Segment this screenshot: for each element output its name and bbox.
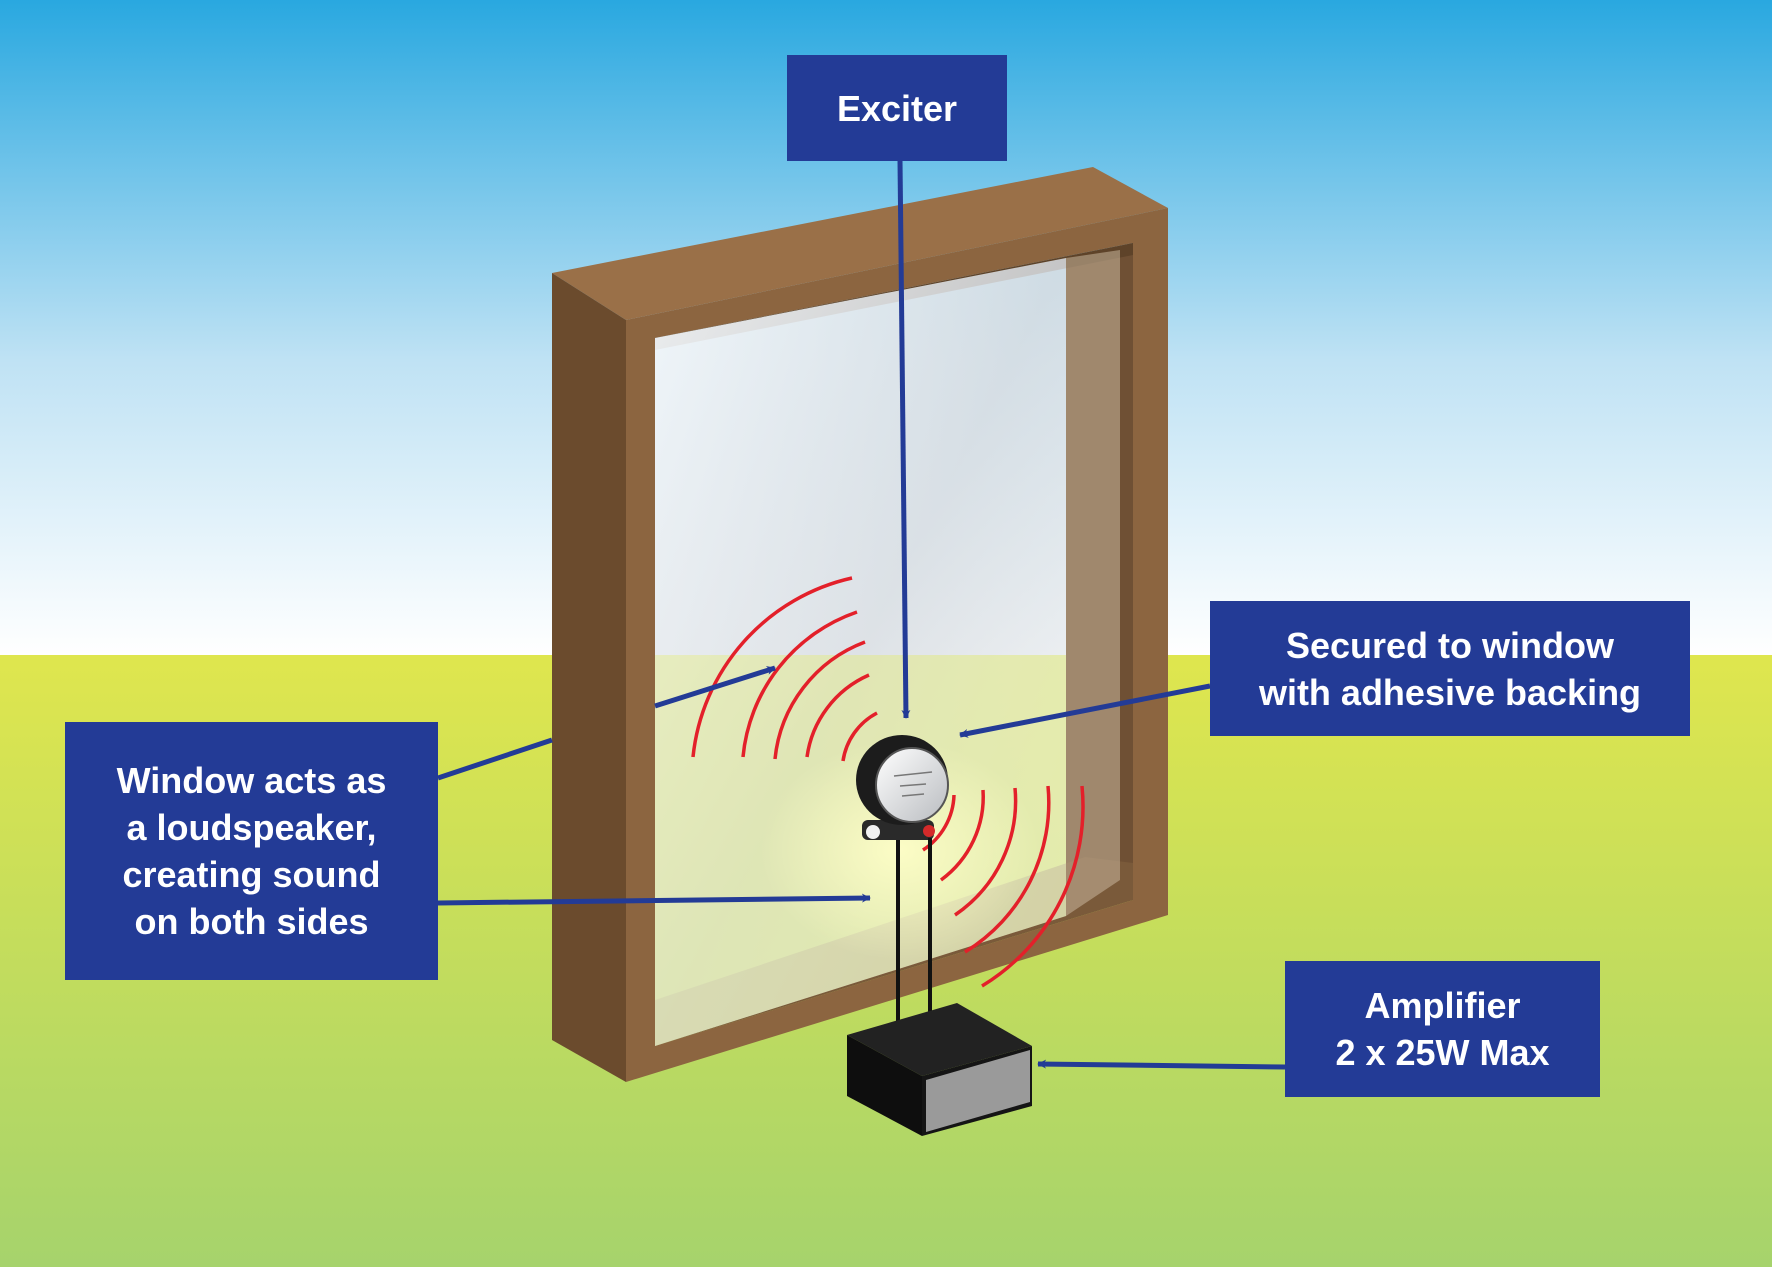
label-secured-line-1: Secured to window bbox=[1285, 624, 1615, 666]
label-secured-line-2: with adhesive backing bbox=[1258, 671, 1642, 713]
exciter-terminal-right bbox=[923, 825, 935, 837]
frame-top-face bbox=[552, 167, 1168, 320]
leader-window-top bbox=[437, 737, 553, 781]
exciter-print-line-3 bbox=[901, 793, 925, 797]
amplifier-front bbox=[847, 1035, 922, 1136]
label-amplifier-line-1: Amplifier bbox=[1364, 985, 1521, 1026]
arrow-window-bottom bbox=[437, 893, 871, 906]
wave-upper-5 bbox=[691, 576, 853, 758]
arrow-secured bbox=[959, 683, 1211, 738]
arrow-exciter bbox=[897, 159, 911, 719]
pointer-arrows bbox=[437, 159, 1286, 1070]
wave-upper-3 bbox=[773, 640, 866, 760]
exciter-print-line-1 bbox=[893, 771, 933, 777]
label-window-line-3: creating sound bbox=[122, 854, 381, 895]
exciter-mount bbox=[862, 820, 934, 840]
label-amplifier-line-2: 2 x 25W Max bbox=[1335, 1032, 1550, 1073]
amplifier-top bbox=[847, 1003, 1032, 1076]
arrow-amplifier bbox=[1037, 1059, 1286, 1070]
label-window-line-4: on both sides bbox=[134, 901, 369, 942]
label-exciter-line-1: Exciter bbox=[836, 87, 958, 129]
sound-wave-arcs bbox=[691, 576, 1085, 988]
frame-outer-front bbox=[552, 273, 626, 1082]
label-amplifier: Amplifier 2 x 25W Max bbox=[1285, 961, 1600, 1097]
wave-lower-3 bbox=[954, 787, 1018, 917]
wave-upper-4 bbox=[741, 610, 858, 758]
exciter-terminal-left bbox=[866, 825, 880, 839]
wave-upper-2 bbox=[805, 673, 870, 758]
label-window-line-2: a loudspeaker, bbox=[126, 807, 377, 848]
amplifier-box-icon bbox=[847, 1003, 1032, 1136]
speaker-wires bbox=[896, 838, 932, 1022]
wave-upper-1 bbox=[841, 711, 878, 762]
amplifier-panel bbox=[926, 1050, 1030, 1132]
label-secured: Secured to window with adhesive backing bbox=[1210, 601, 1690, 736]
wave-lower-2 bbox=[939, 789, 985, 882]
label-window: Window acts as a loudspeaker, creating s… bbox=[65, 722, 438, 980]
exciter-speaker-icon bbox=[856, 735, 949, 840]
label-exciter: Exciter bbox=[787, 55, 1007, 161]
wave-lower-5 bbox=[981, 785, 1085, 988]
exciter-print-line-2 bbox=[899, 783, 927, 787]
arrow-window-top bbox=[654, 665, 776, 709]
wave-lower-4 bbox=[964, 785, 1051, 954]
label-window-line-1: Window acts as bbox=[116, 760, 387, 801]
glass-reflection bbox=[1066, 250, 1120, 916]
